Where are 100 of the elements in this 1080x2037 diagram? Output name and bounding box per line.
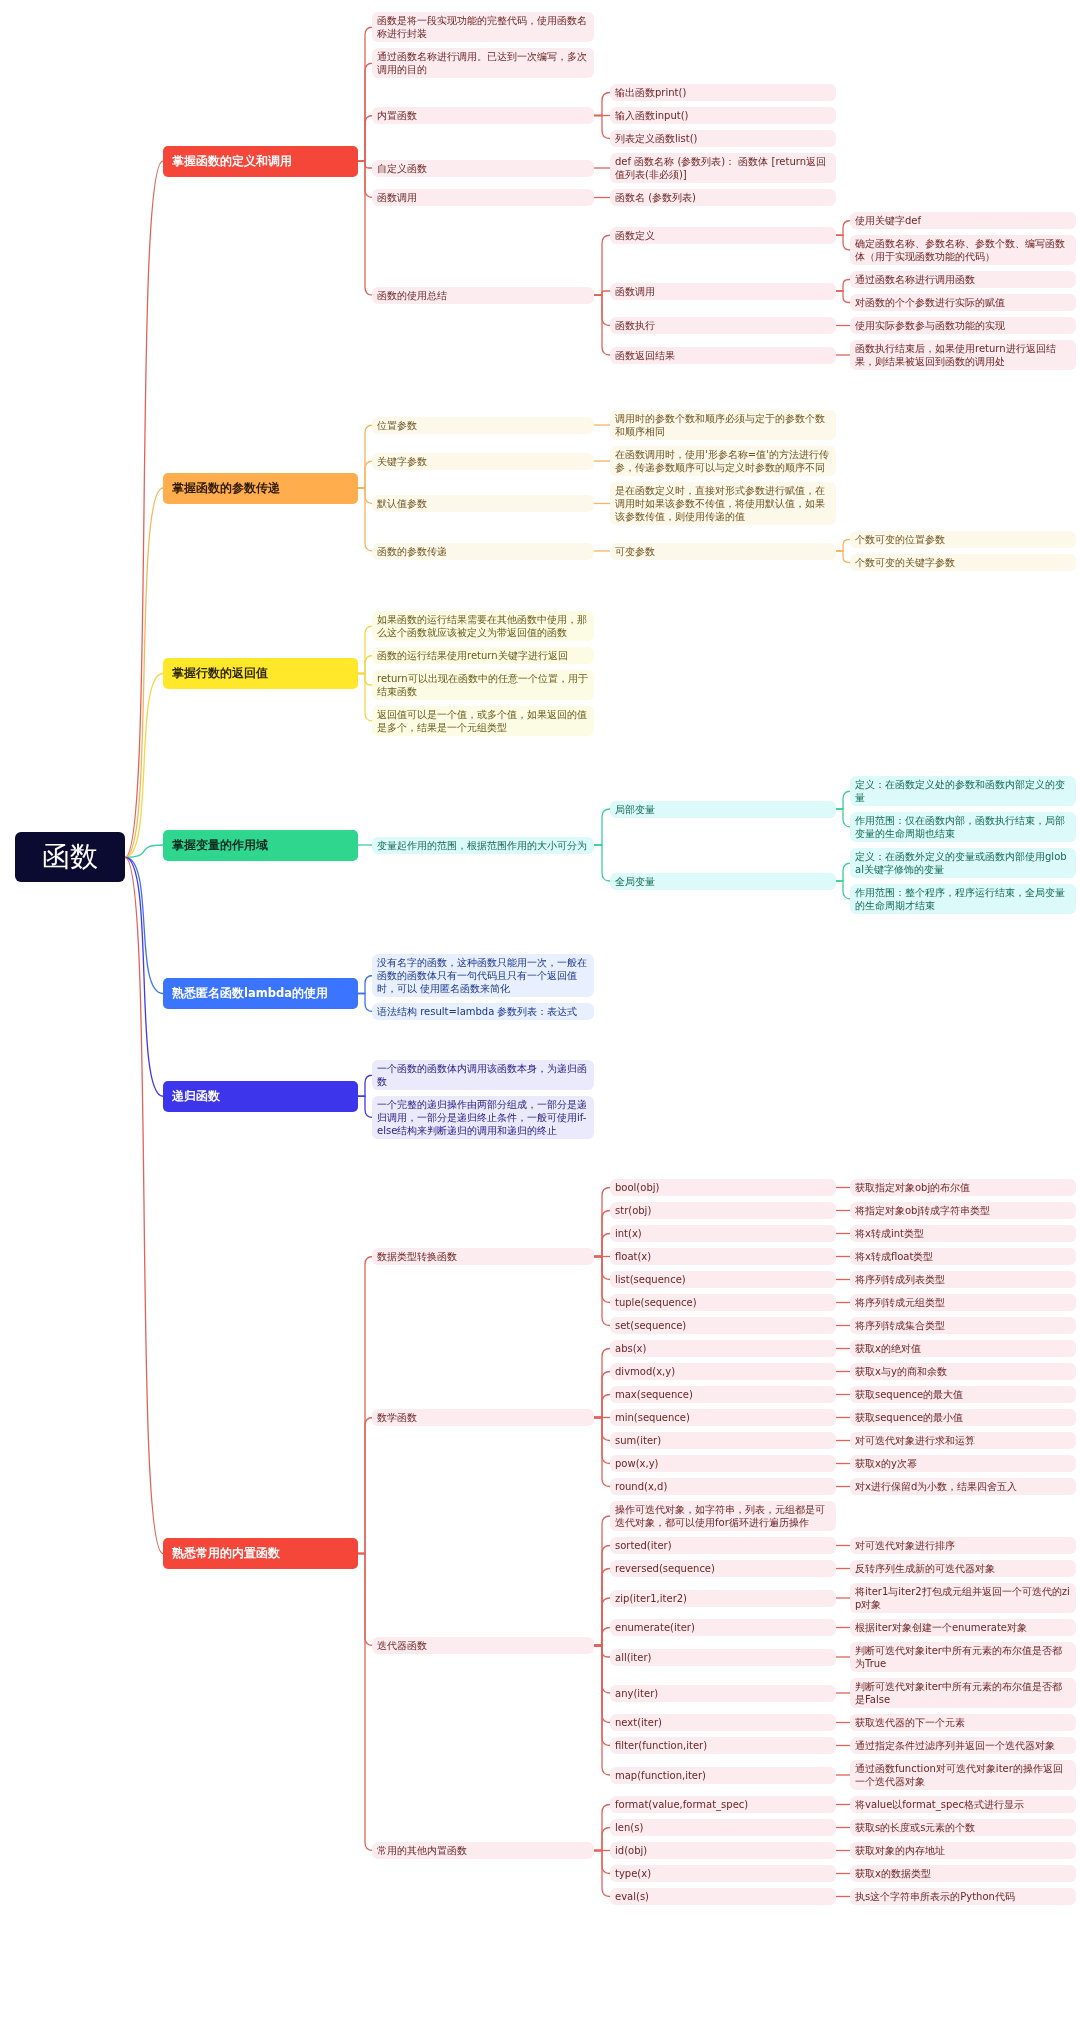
subtopic: return可以出现在函数中的任意一个位置，用于结束函数: [372, 670, 594, 700]
subtopic: min(sequence): [610, 1409, 836, 1426]
subtopic: 全局变量: [610, 872, 836, 890]
subtopic: 执s这个字符串所表示的Python代码: [850, 1888, 1076, 1905]
subtopic: 变量起作用的范围，根据范围作用的大小可分为: [372, 836, 594, 854]
subtopic: 使用实际参数参与函数功能的实现: [850, 317, 1076, 334]
connector-line: [835, 234, 852, 251]
subtopic: abs(x): [610, 1340, 836, 1357]
connector-line: [593, 294, 611, 356]
connector-line: [357, 672, 374, 722]
connector-line: [357, 1552, 374, 1852]
subtopic: sum(iter): [610, 1432, 836, 1449]
main-topic: 熟悉匿名函数lambda的使用: [163, 978, 358, 1009]
main-topic: 掌握行数的返回值: [163, 658, 358, 689]
subtopic: 输出函数print(): [610, 84, 836, 101]
connector-line: [593, 1255, 611, 1327]
subtopic: 将序列转成列表类型: [850, 1271, 1076, 1288]
subtopic: 将序列转成元组类型: [850, 1294, 1076, 1311]
subtopic: 迭代器函数: [372, 1637, 594, 1654]
connector-line: [835, 550, 851, 564]
subtopic: 在函数调用时，使用'形参名称=值'的方法进行传参，传递参数顺序可以与定义时参数的顺序不同: [610, 446, 836, 476]
connector-line: [357, 487, 374, 552]
subtopic: format(value,format_spec): [610, 1796, 836, 1813]
subtopic: 列表定义函数list(): [610, 130, 836, 147]
subtopic: pow(x,y): [610, 1455, 836, 1472]
connector-line: [835, 354, 851, 356]
subtopic: 函数调用: [610, 282, 836, 300]
subtopic: 函数执行: [610, 317, 836, 334]
connector-line: [124, 856, 164, 1555]
subtopic: 默认值参数: [372, 495, 594, 512]
subtopic: str(obj): [610, 1202, 836, 1219]
connector-line: [593, 424, 611, 426]
connector-line: [835, 808, 852, 828]
subtopic: 位置参数: [372, 416, 594, 434]
subtopic: 函数执行结束后，如果使用return进行返回结果，则结果被返回到函数的调用处: [850, 340, 1076, 370]
subtopic: 没有名字的函数，这种函数只能用一次，一般在函数的函数体只有一句代码且只有一个返回值时，可以 使用匿名函数来简化: [372, 954, 594, 997]
subtopic: 获取x的y次幂: [850, 1455, 1076, 1472]
connector-line: [593, 550, 611, 552]
subtopic: 根据iter对象创建一个enumerate对象: [850, 1619, 1076, 1636]
subtopic: len(s): [610, 1819, 836, 1836]
subtopic: 通过函数function对可迭代对象iter的操作返回一个迭代器对象: [850, 1760, 1076, 1790]
subtopic: 返回值可以是一个值，或多个值，如果返回的值是多个，结果是一个元组类型: [372, 706, 594, 736]
connector-line: [357, 1095, 374, 1119]
subtopic: zip(iter1,iter2): [610, 1589, 836, 1607]
connector-line: [593, 114, 611, 140]
subtopic: 判断可迭代对象iter中所有元素的布尔值是否都为True: [850, 1642, 1076, 1672]
subtopic: map(function,iter): [610, 1766, 836, 1784]
connector-line: [835, 1597, 851, 1599]
subtopic: 将x转成float类型: [850, 1248, 1076, 1265]
subtopic: 调用时的参数个数和顺序必须与定于的参数个数和顺序相同: [610, 410, 836, 440]
subtopic: 获取sequence的最大值: [850, 1386, 1076, 1403]
subtopic: float(x): [610, 1248, 836, 1265]
subtopic: enumerate(iter): [610, 1619, 836, 1636]
subtopic: 输入函数input(): [610, 107, 836, 124]
subtopic: 作用范围：仅在函数内部，函数执行结束，局部变量的生命周期也结束: [850, 812, 1076, 842]
connector-line: [357, 992, 374, 1013]
subtopic: 内置函数: [372, 107, 594, 124]
subtopic: 确定函数名称、参数名称、参数个数、编写函数体（用于实现函数功能的代码）: [850, 235, 1076, 265]
subtopic: 将x转成int类型: [850, 1225, 1076, 1242]
connector-line: [124, 672, 164, 858]
subtopic: type(x): [610, 1865, 836, 1882]
subtopic: list(sequence): [610, 1271, 836, 1288]
subtopic: 常用的其他内置函数: [372, 1842, 594, 1859]
subtopic: tuple(sequence): [610, 1294, 836, 1311]
subtopic: 定义：在函数外定义的变量或函数内部使用global关键字修饰的变量: [850, 848, 1076, 878]
main-topic: 递归函数: [163, 1080, 358, 1112]
connector-line: [593, 1416, 611, 1488]
main-topic: 掌握变量的作用域: [163, 829, 358, 861]
connector-line: [124, 856, 164, 1097]
subtopic: round(x,d): [610, 1478, 836, 1495]
subtopic: filter(function,iter): [610, 1737, 836, 1754]
subtopic: 个数可变的关键字参数: [850, 554, 1076, 571]
connector-line: [835, 1774, 851, 1776]
subtopic: set(sequence): [610, 1317, 836, 1334]
subtopic: 将value以format_spec格式进行显示: [850, 1796, 1076, 1813]
subtopic: 可变参数: [610, 542, 836, 560]
subtopic: 如果函数的运行结果需要在其他函数中使用，那么这个函数就应该被定义为带返回值的函数: [372, 611, 594, 641]
subtopic: 是在函数定义时，直接对形式参数进行赋值，在调用时如果该参数不传值，将使用默认值，如果该参数传值，则使用传递的值: [610, 482, 836, 525]
subtopic: 获取对象的内存地址: [850, 1842, 1076, 1859]
connector-line: [124, 160, 164, 858]
subtopic: 关键字参数: [372, 452, 594, 470]
connector-line: [593, 167, 611, 169]
main-topic: 熟悉常用的内置函数: [163, 1538, 358, 1569]
subtopic: 局部变量: [610, 800, 836, 818]
subtopic: 对可迭代对象进行排序: [850, 1537, 1076, 1554]
subtopic: 函数是将一段实现功能的完整代码，使用函数名称进行封装: [372, 12, 594, 42]
subtopic: 获取s的长度或s元素的个数: [850, 1819, 1076, 1836]
subtopic: 数据类型转换函数: [372, 1248, 594, 1265]
subtopic: 函数定义: [610, 226, 836, 244]
subtopic: next(iter): [610, 1714, 836, 1731]
central-topic: 函数: [15, 832, 125, 883]
subtopic: 语法结构 result=lambda 参数列表：表达式: [372, 1003, 594, 1020]
subtopic: 函数调用: [372, 189, 594, 206]
subtopic: 操作可迭代对象，如字符串，列表，元组都是可迭代对象，都可以使用for循环进行遍历操作: [610, 1501, 836, 1531]
subtopic: 通过指定条件过滤序列并返回一个迭代器对象: [850, 1737, 1076, 1754]
subtopic: reversed(sequence): [610, 1560, 836, 1577]
subtopic: 对x进行保留d为小数，结果四舍五入: [850, 1478, 1076, 1495]
subtopic: int(x): [610, 1225, 836, 1242]
subtopic: 自定义函数: [372, 159, 594, 177]
subtopic: 将指定对象obj转成字符串类型: [850, 1202, 1076, 1219]
